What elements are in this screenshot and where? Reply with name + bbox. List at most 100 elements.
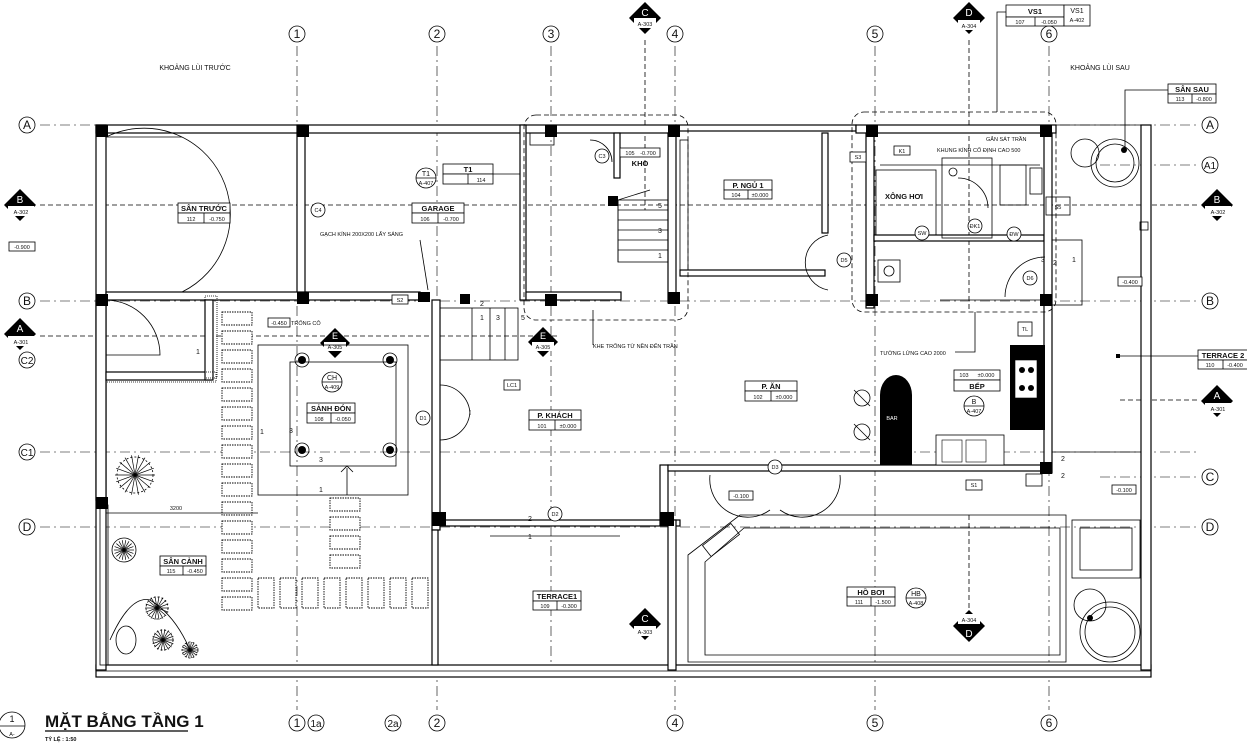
rear-yard: SÂN SAU 113 -0.800 -0.400: [1070, 83, 1217, 287]
svg-text:A-302: A-302: [14, 210, 29, 216]
stepping-stone: [279, 577, 297, 609]
tree-symbol: [154, 632, 164, 641]
svg-text:1: 1: [260, 429, 264, 436]
svg-text:E: E: [332, 331, 338, 341]
room-name-p-an: P. ĂN: [761, 382, 780, 391]
svg-text:-0.100: -0.100: [1116, 488, 1132, 494]
tree-symbol: [121, 549, 125, 560]
svg-text:TL: TL: [1022, 327, 1028, 333]
svg-text:1: 1: [319, 487, 323, 494]
svg-text:A: A: [1214, 391, 1221, 402]
svg-text:1: 1: [480, 315, 484, 322]
stepping-stone: [221, 482, 253, 497]
svg-text:±0.000: ±0.000: [776, 395, 793, 401]
tree-symbol: [162, 639, 172, 648]
room-name-vs1: VS1: [1028, 7, 1042, 16]
room-name-sanh-don: SẢNH ĐÓN: [311, 404, 351, 413]
svg-text:3: 3: [496, 315, 500, 322]
tree-symbol: [157, 639, 164, 650]
ceiling-slot-note: KHE TRỐNG TỪ NỀN ĐẾN TRẦN: [593, 343, 678, 350]
svg-text:-0.300: -0.300: [561, 604, 577, 610]
tree-symbol: [162, 632, 172, 641]
room-label-bar: BAR: [886, 416, 897, 422]
svg-text:A: A: [17, 324, 24, 335]
section-marker-b-right: B A-302: [1201, 189, 1233, 221]
grid-top-label: 1: [294, 27, 301, 41]
tree-symbol: [116, 549, 125, 557]
gravel-border: [204, 295, 218, 379]
tree-symbol: [183, 649, 191, 656]
svg-text:113: 113: [1176, 97, 1185, 103]
stepping-stone: [329, 497, 361, 512]
svg-text:A-302: A-302: [1211, 210, 1226, 216]
svg-text:A-304: A-304: [962, 24, 977, 30]
svg-text:LC1: LC1: [507, 383, 517, 389]
svg-text:114: 114: [477, 178, 486, 184]
room-name-terrace1: TERRACE1: [537, 592, 577, 601]
tree-symbol: [156, 597, 164, 609]
svg-text:-1.500: -1.500: [875, 600, 891, 606]
stepping-stone: [329, 516, 361, 531]
svg-text:103: 103: [959, 373, 968, 379]
room-name-ho-boi: HỒ BƠI: [857, 587, 884, 597]
room-name-san-sau: SÂN SAU: [1175, 85, 1209, 94]
room-name-bep: BẾP: [969, 381, 984, 391]
room-name-kho: KHO: [632, 159, 649, 168]
grid-right-label: B: [1206, 294, 1214, 308]
room-name-p-khach: P. KHÁCH: [537, 411, 572, 420]
svg-text:2: 2: [1061, 456, 1065, 463]
tree-symbol: [156, 607, 167, 616]
tree-symbol: [145, 607, 158, 613]
room-name-terrace-2: TERRACE 2: [1202, 351, 1245, 360]
svg-text:3: 3: [658, 228, 662, 235]
grid-bottom-label: 5: [872, 716, 879, 730]
tree-symbol: [150, 607, 158, 619]
svg-text:S2: S2: [397, 298, 404, 304]
terrace-2: TERRACE 2 110 -0.400 2 2 -0.100 TL: [1017, 321, 1247, 495]
tree-symbol: [116, 543, 125, 551]
svg-text:C3: C3: [598, 154, 605, 160]
garden: SÂN CẢNH 115 -0.450 3200: [99, 456, 258, 666]
stepping-stone: [411, 577, 429, 609]
tree-symbol: [189, 649, 192, 658]
tree-symbol: [183, 644, 191, 651]
drawing-title: MẶT BẰNG TẦNG 1: [45, 712, 204, 731]
svg-text:-0.450: -0.450: [187, 569, 203, 575]
bedroom-1: P. NGỦ 1 104 ±0.000 D5: [679, 139, 852, 291]
svg-text:A-408: A-408: [909, 601, 924, 607]
tree-symbol: [147, 600, 158, 609]
tree-symbol: [152, 635, 164, 641]
svg-text:101: 101: [537, 424, 546, 430]
grid-bottom-label: 1a: [310, 719, 322, 730]
void-note: TRỐNG CÔ: [291, 320, 321, 327]
site-boundary: [95, 124, 1152, 678]
stepping-stone: [221, 349, 253, 364]
tree-symbol: [156, 603, 169, 609]
section-markers: C A-303 C A-303 D A-304 A-304 D B: [4, 2, 1233, 642]
svg-text:2: 2: [1061, 473, 1065, 480]
svg-text:-0.400: -0.400: [1227, 363, 1243, 369]
tree-symbol: [116, 474, 136, 483]
svg-text:2: 2: [480, 301, 484, 308]
svg-text:115: 115: [167, 569, 176, 575]
grid-top-label: 6: [1046, 27, 1053, 41]
svg-text:1: 1: [528, 534, 532, 541]
tree-symbol: [134, 474, 151, 489]
tree-symbol: [118, 549, 125, 559]
tree-symbol: [119, 474, 136, 489]
title-ref: A-: [9, 732, 15, 738]
tree-symbol: [124, 474, 136, 493]
stepping-stone: [221, 406, 253, 421]
tree-symbol: [189, 649, 198, 654]
svg-text:-0.450: -0.450: [271, 321, 287, 327]
garage: GARAGE 106 -0.700 GẠCH KÍNH 200X200 LẤY …: [310, 163, 520, 305]
stepping-stone: [221, 368, 253, 383]
tree-symbol: [160, 639, 164, 651]
svg-text:C4: C4: [314, 208, 321, 214]
grid-bubbles-top: 1 2 3 4 5 6: [288, 25, 1058, 43]
tree-symbol: [160, 629, 164, 641]
room-name-p-ngu-1: P. NGỦ 1: [732, 181, 763, 190]
svg-text:S3: S3: [855, 155, 862, 161]
stepping-stone: [329, 535, 361, 550]
